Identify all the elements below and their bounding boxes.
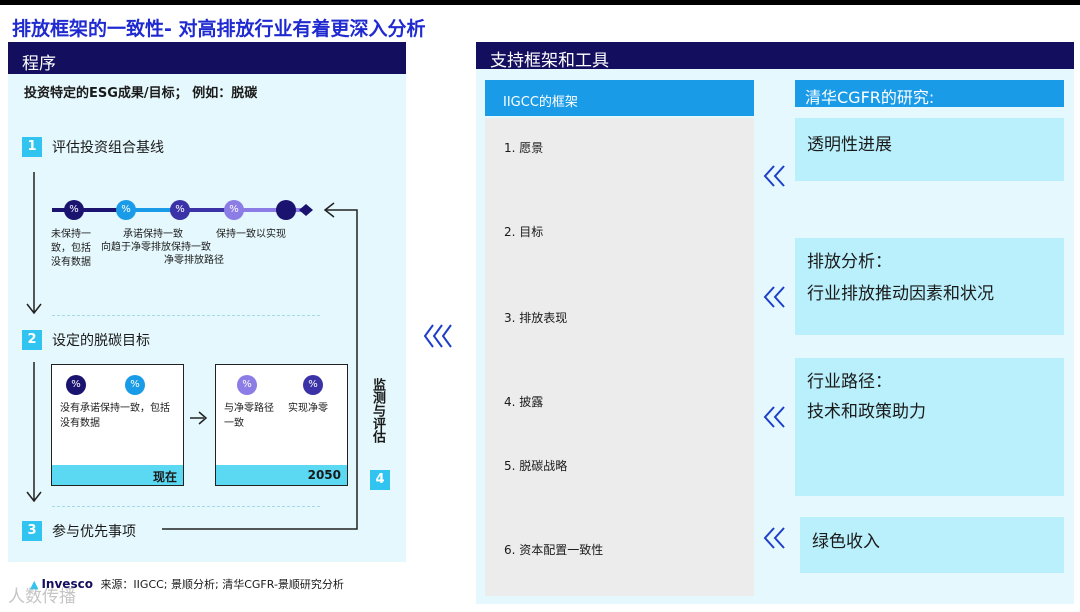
timeline-dot-5 [276,200,296,220]
divider-1 [52,315,320,316]
cgfr-box-1: 透明性进展 [795,118,1064,181]
cgfr-box-1-line1: 透明性进展 [807,135,892,155]
iigcc-item-4: 4. 披露 [504,395,544,409]
divider-2 [52,506,320,507]
step-1: 1 评估投资组合基线 [22,137,164,157]
step-number: 2 [22,330,42,350]
timeline-label-2: 承诺保持一致 [123,229,183,240]
timeline-label-1: 未保持一致，包括没有数据 [51,229,91,268]
chevron-left-icon [763,165,785,187]
tools-panel-header: 支持框架和工具 [476,42,1074,71]
feedback-loop-head [323,202,335,218]
cgfr-header-text: 清华CGFR的研究: [805,88,935,107]
step-2: 2 设定的脱碳目标 [22,330,150,350]
box-now-dot-2: % [125,375,145,395]
chevron-left-icon [763,286,785,308]
chevron-left-icon [763,527,785,549]
chevron-left-icon [763,406,785,428]
box-2050-label: 2050 [307,468,341,482]
iigcc-item-5: 5. 脱碳战略 [504,459,568,473]
cgfr-box-2: 排放分析： 行业排放推动因素和状况 [795,238,1064,335]
step-number: 1 [22,137,42,157]
cgfr-box-3: 行业路径： 技术和政策助力 [795,358,1064,496]
top-border [0,0,1080,5]
timeline-label-5: 保持一致以实现 [216,229,286,240]
invesco-logo-icon: ▲ [30,578,39,591]
cgfr-box-2-line1: 排放分析： [807,252,892,272]
process-panel-header: 程序 [8,42,406,74]
cgfr-header: 清华CGFR的研究: [795,80,1064,107]
box-now-text: 没有承诺保持一致，包括没有数据 [60,403,170,429]
page-title: 排放框架的一致性- 对高排放行业有着更深入分析 [12,18,426,40]
box-now: % % 没有承诺保持一致，包括没有数据 现在 [51,364,184,486]
timeline-end-diamond [299,204,313,216]
iigcc-item-3: 3. 排放表现 [504,311,568,325]
iigcc-header-text: IIGCC的框架 [503,95,578,110]
step-label: 评估投资组合基线 [52,140,164,156]
cgfr-box-3-line2: 技术和政策助力 [807,402,926,422]
iigcc-item-1: 1. 愿景 [504,141,544,155]
timeline-dot-3: % [170,200,190,220]
iigcc-column [485,118,754,596]
process-panel-title: 程序 [22,54,56,74]
box-now-bar: 现在 [52,465,183,485]
box-2050-bar: 2050 [216,465,347,485]
step-3: 3 参与优先事项 [22,521,136,541]
down-arrow-2-head [26,491,42,503]
cgfr-box-4-line1: 绿色收入 [812,532,880,552]
step-4-label: 监测与评估 [370,378,385,443]
watermark: 人数传播 [8,587,76,607]
iigcc-header: IIGCC的框架 [485,80,754,116]
box-2050: % % 与净零路径一致 实现净零 2050 [215,364,348,486]
process-subtitle: 投资特定的ESG成果/目标； 例如：脱碳 [24,86,258,101]
box-now-label: 现在 [152,470,177,484]
iigcc-item-2: 2. 目标 [504,225,544,239]
box-arrow-head [198,411,208,425]
box-2050-dot-2: % [303,375,323,395]
cgfr-box-3-line1: 行业路径： [807,372,892,392]
box-2050-dot-1: % [237,375,257,395]
chevron-left-icon [423,324,452,348]
box-2050-text-b: 实现净零 [288,403,328,414]
down-arrow-1-head [26,303,42,315]
tools-panel-title: 支持框架和工具 [490,51,609,71]
timeline-label-4: 净零排放路径 [164,255,224,266]
timeline-dot-1: % [64,200,84,220]
timeline-dot-4: % [224,200,244,220]
feedback-loop-line [162,209,358,530]
step-4-number: 4 [370,470,390,490]
iigcc-item-6: 6. 资本配置一致性 [504,543,604,557]
footer: ▲Invesco 来源：IIGCC; 景顺分析; 清华CGFR-景顺研究分析 [30,576,344,592]
timeline-label-3: 向趋于净零排放保持一致 [101,242,211,253]
box-2050-text-a: 与净零路径一致 [224,403,274,429]
box-now-dot-1: % [66,375,86,395]
step-number: 3 [22,521,42,541]
cgfr-box-2-line2: 行业排放推动因素和状况 [807,284,994,304]
step-label: 设定的脱碳目标 [52,333,150,349]
source-note: 来源：IIGCC; 景顺分析; 清华CGFR-景顺研究分析 [100,578,344,591]
step-label: 参与优先事项 [52,524,136,540]
timeline-dot-2: % [116,200,136,220]
invesco-logo: Invesco [41,577,93,591]
cgfr-box-4: 绿色收入 [800,517,1064,573]
